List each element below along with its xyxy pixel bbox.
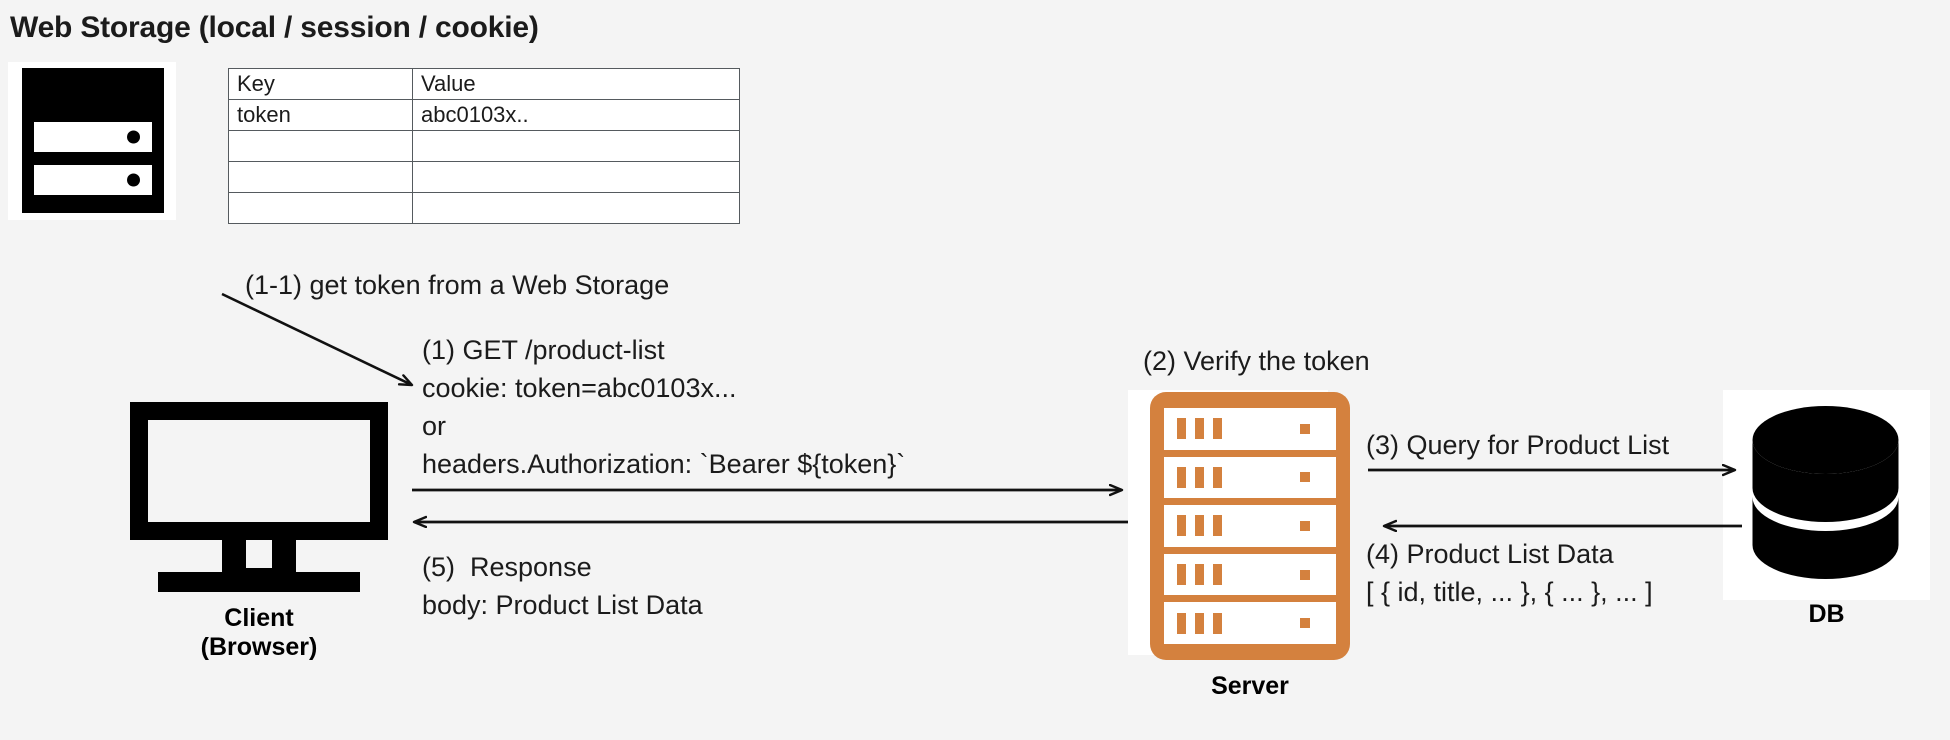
rack-led (1195, 418, 1204, 440)
rack-led (1177, 515, 1186, 537)
table-row: token abc0103x.. (228, 99, 740, 131)
rack-led (1177, 564, 1186, 586)
storage-led-dot (127, 130, 140, 144)
storage-slot-1 (34, 122, 152, 152)
rack-unit (1164, 602, 1336, 644)
monitor-screen (148, 420, 370, 522)
monitor-neck-gap (246, 540, 272, 568)
monitor-base (158, 572, 360, 592)
rack-led-group (1177, 612, 1222, 634)
rack-led (1195, 466, 1204, 488)
rack-led (1195, 564, 1204, 586)
annotation-step-1-line1: (1) GET /product-list (422, 335, 665, 365)
rack-status-led (1300, 618, 1310, 629)
diagram-title: Web Storage (local / session / cookie) (10, 11, 539, 44)
web-storage-table: Key Value token abc0103x.. (228, 68, 740, 224)
table-row (228, 130, 740, 162)
table-header-value: Value (412, 68, 740, 100)
rack-unit (1164, 456, 1336, 499)
rack-unit (1164, 553, 1336, 596)
table-cell-key: token (228, 99, 413, 131)
server-node-label: Server (1211, 672, 1289, 700)
arrow-get-token-from-storage (221, 292, 412, 385)
table-cell-key (228, 161, 413, 193)
database-cylinder-icon (1752, 406, 1899, 579)
annotation-step-3: (3) Query for Product List (1366, 430, 1670, 460)
annotation-step-5-line1: (5) Response (422, 552, 592, 582)
rack-led (1195, 515, 1204, 537)
monitor-neck (222, 540, 296, 576)
monitor-frame (130, 402, 388, 540)
rack-unit (1164, 408, 1336, 450)
rack-led (1213, 466, 1222, 488)
table-header-key: Key (228, 68, 413, 100)
rack-led (1177, 612, 1186, 634)
table-row (228, 161, 740, 193)
annotation-step-1-line2: cookie: token=abc0103x... (422, 373, 737, 403)
desktop-monitor-icon (130, 402, 388, 592)
rack-led-group (1177, 564, 1222, 586)
rack-led (1213, 612, 1222, 634)
client-node-label: Client (Browser) (130, 604, 388, 662)
table-header-row: Key Value (228, 68, 740, 100)
rack-led (1177, 418, 1186, 440)
rack-led-group (1177, 515, 1222, 537)
annotation-step-4-line1: (4) Product List Data (1366, 539, 1614, 569)
table-cell-value (412, 192, 740, 224)
rack-status-led (1300, 423, 1310, 434)
server-rack-icon (1150, 392, 1350, 660)
rack-led (1177, 466, 1186, 488)
table-cell-value (412, 130, 740, 162)
rack-status-led (1300, 520, 1310, 531)
annotation-step-4-line2: [ { id, title, ... }, { ... }, ... ] (1366, 577, 1653, 607)
storage-led-dot (127, 173, 140, 187)
annotation-step-1-line3: or (422, 411, 447, 441)
annotation-step-5-line2: body: Product List Data (422, 590, 703, 620)
rack-led (1213, 515, 1222, 537)
table-cell-key (228, 192, 413, 224)
annotation-step-1-line4: headers.Authorization: `Bearer ${token}` (422, 449, 906, 479)
annotation-step-2: (2) Verify the token (1143, 346, 1370, 376)
rack-unit (1164, 505, 1336, 547)
client-label-line1: Client (224, 604, 294, 632)
rack-led-group (1177, 418, 1222, 440)
table-cell-value: abc0103x.. (412, 99, 740, 131)
rack-led-group (1177, 466, 1222, 488)
db-node-label: DB (1808, 600, 1845, 628)
client-label-line2: (Browser) (200, 633, 318, 661)
table-row (228, 192, 740, 224)
table-cell-value (412, 161, 740, 193)
rack-status-led (1300, 569, 1310, 580)
server-storage-icon (22, 68, 164, 213)
table-cell-key (228, 130, 413, 162)
annotation-step-1-1: (1-1) get token from a Web Storage (245, 270, 670, 300)
rack-led (1213, 418, 1222, 440)
rack-led (1195, 612, 1204, 634)
rack-led (1213, 564, 1222, 586)
rack-status-led (1300, 472, 1310, 483)
storage-slot-2 (34, 165, 152, 195)
